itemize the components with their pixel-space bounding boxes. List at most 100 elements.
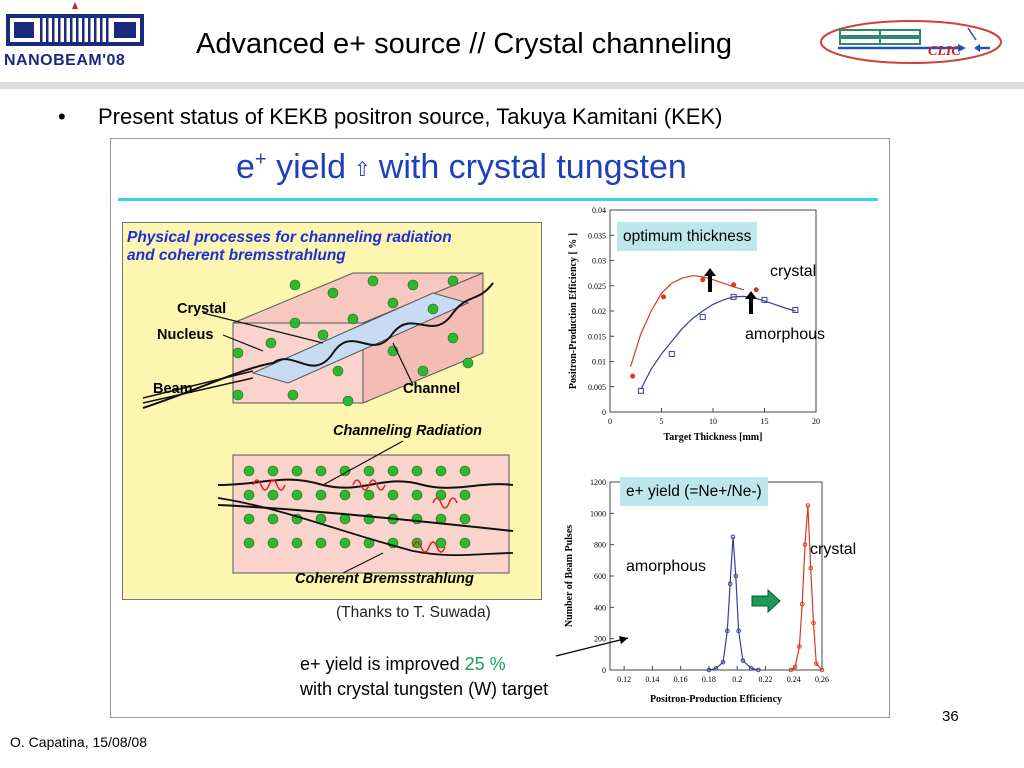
label-coherent-brems: Coherent Bremsstrahlung	[295, 571, 474, 587]
chart1-xtick-label: 15	[761, 417, 769, 426]
figure-title-sup: +	[254, 148, 267, 171]
crystal-point	[700, 277, 706, 283]
figure-title-e: e	[236, 148, 255, 186]
chart1-xlabel: Target Thickness [mm]	[664, 432, 763, 443]
amorphous-point	[668, 350, 675, 357]
amorphous-distribution-point	[730, 534, 736, 540]
logo-left-text: NANOBEAM'08	[4, 52, 126, 69]
note-pointer-line	[555, 637, 629, 657]
bullet-text: Present status of KEKB positron source, …	[98, 104, 723, 129]
amorphous-distribution-line	[708, 536, 759, 671]
amorphous-point	[792, 306, 799, 313]
chart1-ytick-label: 0.04	[592, 206, 606, 215]
chart2-ytick-label: 1000	[590, 509, 606, 518]
crystal-distribution-point	[805, 503, 811, 508]
chart1-ytick-label: 0	[602, 408, 606, 417]
label-channeling-radiation: Channeling Radiation	[333, 423, 483, 439]
chart1-xtick-label: 20	[812, 417, 820, 426]
callout-yield-definition: e+ yield (=Ne+/Ne-)	[620, 477, 768, 506]
crystal-distribution-point	[797, 644, 802, 649]
bullet-dot-icon: •	[58, 104, 66, 129]
crystal-distribution-line	[790, 505, 823, 671]
chart1-ytick-label: 0.01	[592, 358, 606, 367]
chart2-ytick-label: 1200	[590, 478, 606, 487]
yield-note-line1: e+ yield is improved 25 %	[300, 654, 506, 675]
diagram-drawing	[142, 272, 514, 574]
bullet-item: • Present status of KEKB positron source,…	[58, 104, 722, 130]
note-pointer-head-icon	[619, 636, 628, 644]
label-nucleus: Nucleus	[157, 327, 214, 343]
legend-amorphous-top: amorphous	[745, 326, 826, 343]
crystal-distribution-point	[792, 664, 798, 670]
page-number: 36	[942, 708, 959, 725]
up-arrow-amorphous-icon	[745, 291, 757, 314]
chart2-xtick-label: 0.24	[787, 675, 801, 684]
crystal-distribution-point	[799, 601, 805, 607]
chart2-ytick-label: 400	[594, 603, 606, 612]
amorphous-distribution-point	[733, 573, 739, 579]
amorphous-distribution-point	[756, 667, 761, 673]
crystal-distribution-point	[802, 542, 808, 547]
amorphous-point	[637, 387, 644, 394]
chart2-ytick-label: 200	[594, 635, 606, 644]
amorphous-fit-line	[640, 295, 796, 390]
chart2-xtick-label: 0.22	[758, 675, 772, 684]
amorphous-distribution-point	[727, 581, 733, 587]
footer-author: O. Capatina, 15/08/08	[10, 734, 147, 750]
figure-title-yield: yield	[276, 148, 346, 186]
logo-right-text: CLIC	[928, 44, 961, 59]
amorphous-distribution-point	[713, 666, 719, 671]
up-arrow-crystal-icon	[704, 268, 716, 292]
up-arrow-icon: ⇧	[354, 158, 371, 181]
chart2-xtick-label: 0.12	[617, 675, 631, 684]
chart2-xtick-label: 0.26	[815, 675, 829, 684]
right-arrow-green-icon	[751, 588, 781, 614]
distribution-chart-marks	[706, 503, 825, 673]
yield-note-percent: 25 %	[464, 654, 506, 674]
legend-amorphous-bottom: amorphous	[626, 558, 707, 575]
thickness-chart-marks	[630, 275, 799, 394]
header-divider	[0, 82, 1024, 89]
nanobeam-logo: NANOBEAM'08	[0, 0, 150, 78]
label-beam: Beam	[153, 381, 193, 397]
yield-note-text: e+ yield is improved	[300, 654, 460, 674]
crystal-distribution-point	[788, 667, 794, 673]
amorphous-distribution-point	[749, 666, 754, 671]
crystal-point	[630, 373, 636, 379]
channeling-diagram: Physical processes for channeling radiat…	[122, 222, 542, 600]
figure-title-underline	[118, 198, 878, 201]
crystal-distribution-point	[811, 620, 816, 626]
figure-title: e+ yield⇧with crystal tungsten	[236, 148, 687, 187]
chart2-ylabel: Number of Beam Pulses	[564, 525, 575, 627]
crystal-fit-line	[630, 275, 745, 367]
crystal-distribution-point	[814, 661, 819, 667]
chart2-xtick-label: 0.18	[702, 675, 716, 684]
amorphous-point	[761, 296, 768, 303]
chart2-ytick-label: 600	[594, 572, 606, 581]
chart2-ytick-label: 0	[602, 666, 606, 675]
crystal-point	[753, 287, 759, 293]
amorphous-distribution-point	[740, 658, 746, 663]
amorphous-distribution-point	[706, 667, 712, 673]
chart1-xtick-label: 10	[709, 417, 717, 426]
callout-optimum-thickness: optimum thickness	[617, 222, 758, 251]
crystal-point	[731, 282, 737, 288]
chart1-ytick-label: 0.015	[588, 332, 606, 341]
crystal-point	[661, 294, 667, 300]
amorphous-distribution-point	[736, 628, 741, 634]
yield-note-line2: with crystal tungsten (W) target	[300, 679, 549, 699]
label-channel: Channel	[403, 381, 461, 397]
diagram-title-line2: and coherent bremsstrahlung	[127, 247, 346, 264]
crystal-distribution-point	[808, 565, 813, 571]
chart1-ytick-label: 0.025	[588, 282, 606, 291]
slide-title: Advanced e+ source // Crystal channeling	[196, 28, 733, 60]
chart1-xtick-label: 0	[608, 417, 612, 426]
chart2-ytick-label: 800	[594, 541, 606, 550]
chart2-xtick-label: 0.2	[732, 675, 742, 684]
chart2-xtick-label: 0.14	[645, 675, 659, 684]
amorphous-point	[730, 293, 737, 300]
